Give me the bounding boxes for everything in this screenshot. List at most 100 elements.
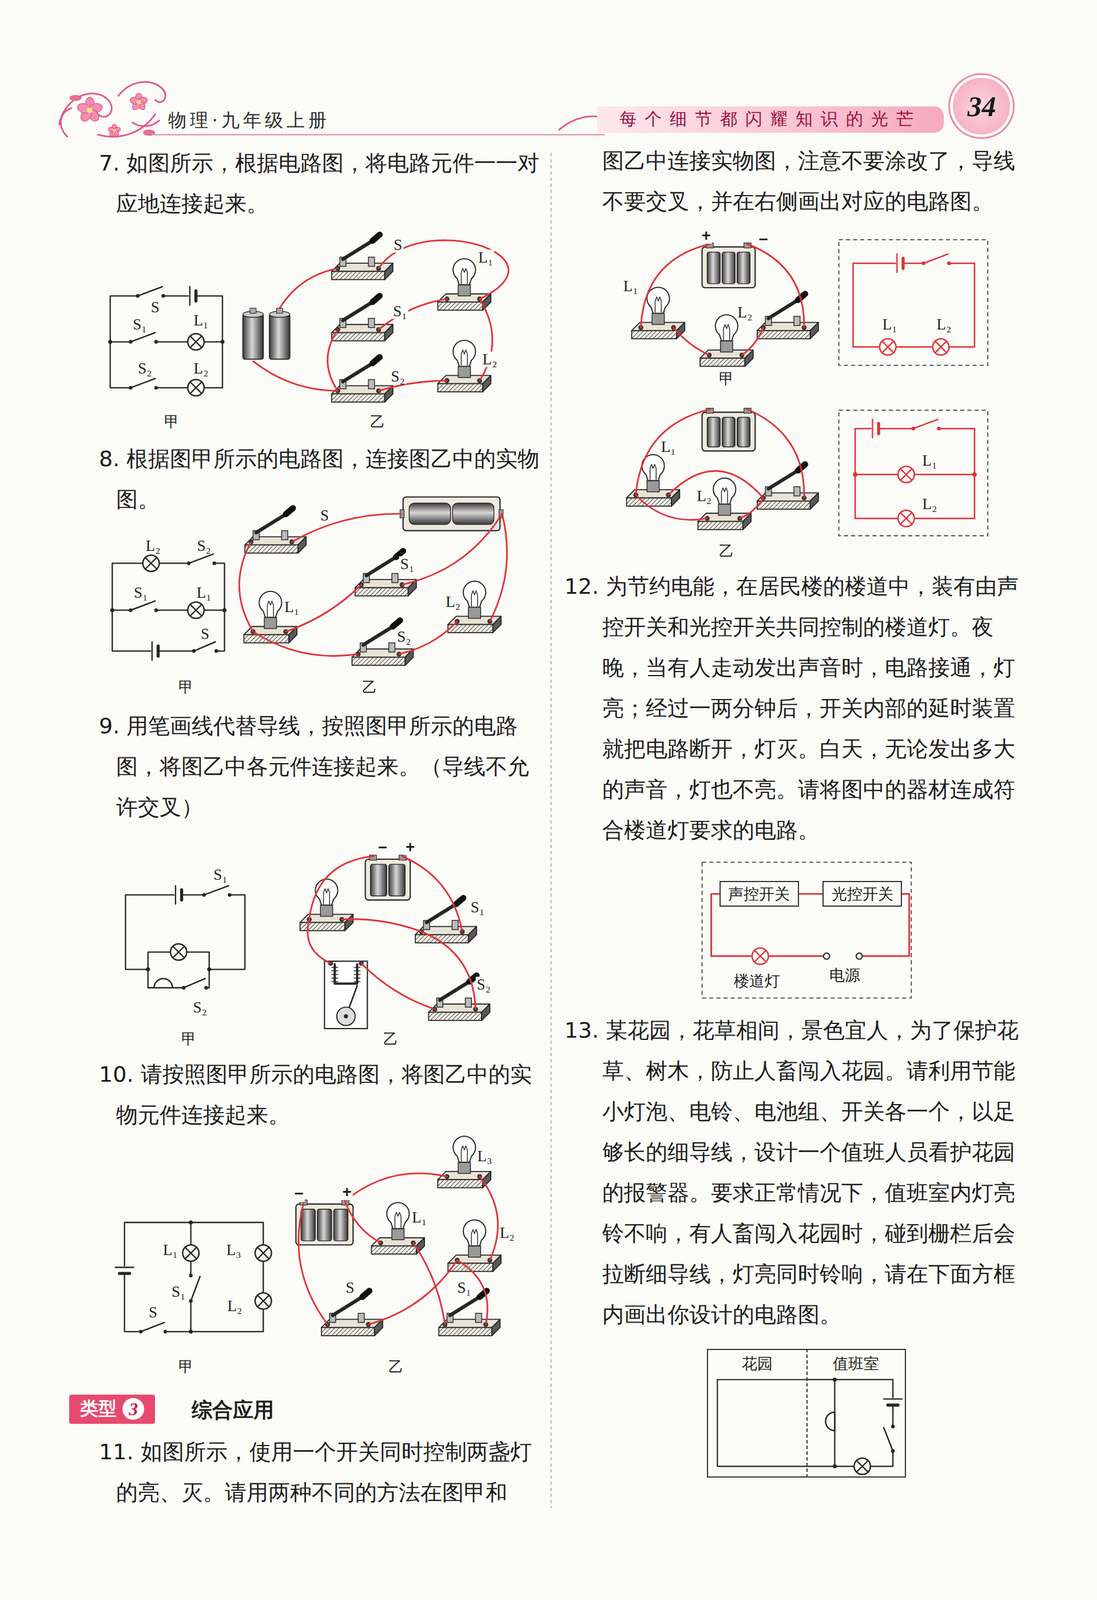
lamp-filament — [394, 1211, 401, 1228]
terminal-dot — [222, 607, 227, 612]
wire — [855, 428, 975, 519]
circuit-diagram — [108, 286, 225, 396]
base-side — [468, 926, 477, 944]
red-wire — [402, 856, 463, 932]
ornament-center — [136, 100, 141, 105]
wire — [717, 1379, 806, 1467]
component-label: L₁ — [660, 439, 678, 455]
component-label: S₂ — [191, 999, 208, 1015]
bell-coil — [354, 966, 361, 968]
base-side — [481, 1003, 490, 1021]
lamp-socket — [468, 606, 481, 619]
base-front — [700, 358, 746, 367]
switch-blade — [439, 981, 470, 1000]
base-side — [297, 536, 306, 554]
terminal-dot — [891, 1448, 895, 1453]
battery-holder — [702, 247, 756, 288]
switch-handle — [456, 897, 464, 905]
base-side — [384, 324, 393, 341]
lamp-symbol — [856, 1460, 869, 1472]
battery-holder — [365, 859, 411, 900]
lamp-socket — [391, 1228, 404, 1240]
base-front — [437, 383, 483, 392]
bell-plate — [324, 960, 368, 1029]
lamp-symbol — [900, 468, 912, 480]
base-front — [331, 271, 385, 280]
lamp-symbol — [897, 466, 915, 483]
switch-symbol — [188, 554, 214, 564]
component-label: S₂ — [395, 629, 412, 645]
circuit-diagram — [717, 1377, 902, 1474]
lamp-symbol — [185, 1246, 197, 1259]
terminal-dot — [214, 649, 218, 653]
terminal-dot — [154, 608, 158, 612]
component-label: S₂ — [136, 360, 153, 377]
cell-symbol — [901, 257, 905, 269]
physical-circuit — [295, 1135, 502, 1336]
switch-handle — [372, 356, 380, 364]
red-wire — [298, 1201, 328, 1325]
node-text: 3 — [122, 1397, 145, 1420]
bell-gong — [336, 1007, 356, 1026]
header-rule — [153, 133, 605, 135]
red-wire — [668, 470, 764, 498]
ornament-petal — [107, 126, 116, 133]
red-wire — [279, 268, 339, 309]
bell-symbol — [153, 978, 173, 988]
lamp-symbol — [879, 338, 897, 356]
lamp-filament — [650, 464, 657, 480]
base-front — [428, 1012, 482, 1021]
wire — [853, 263, 975, 347]
lamp-symbol — [257, 1246, 269, 1259]
red-wire — [361, 963, 435, 1009]
terminal-dot — [204, 986, 208, 990]
switch-blade — [768, 470, 798, 489]
dashed-frame — [702, 861, 912, 998]
terminal-dot — [947, 261, 951, 265]
figure-label: 甲 — [164, 414, 180, 429]
terminal-dot — [972, 472, 977, 478]
terminal-dot — [128, 386, 133, 390]
red-wire — [327, 329, 339, 391]
node-text: 值班室 — [832, 1353, 880, 1374]
bell-symbol — [825, 1412, 835, 1431]
node-text: 类型 — [80, 1396, 117, 1422]
base-front — [331, 332, 385, 341]
polarity-sign: − — [757, 231, 769, 248]
red-wire — [368, 1260, 457, 1325]
wire — [125, 894, 245, 969]
base-side — [810, 493, 819, 510]
circuit-diagram — [839, 410, 988, 536]
question-text: 12. 为节约电能，在居民楼的楼道中，装有由声控开关和光控开关共同控制的楼道灯。… — [564, 566, 1021, 851]
component-label: L₃ — [476, 1148, 494, 1164]
component-label: L₁ — [283, 599, 301, 615]
lamp-symbol — [142, 554, 160, 572]
component-label: L₂ — [144, 538, 162, 554]
lamp-symbol — [189, 604, 202, 616]
terminal-dot — [154, 339, 158, 344]
physical-circuit — [626, 408, 818, 530]
base-front — [697, 521, 743, 530]
lamp-filament — [471, 1229, 478, 1245]
circuit-diagram — [110, 554, 227, 661]
lamp-socket — [468, 1245, 481, 1258]
bell-coil — [331, 966, 339, 968]
lamp-filament — [460, 1145, 468, 1162]
cell-symbol — [194, 290, 198, 301]
terminal-dot — [181, 986, 186, 990]
polarity-sign: + — [404, 839, 416, 856]
lamp-socket — [458, 366, 471, 378]
battery-cell — [452, 502, 494, 524]
bell-coil — [354, 974, 361, 975]
switch-symbol — [191, 1276, 201, 1302]
bell-hammer — [348, 985, 357, 1008]
component-label: S — [147, 1304, 159, 1321]
lamp-socket — [458, 284, 471, 297]
wire — [112, 563, 225, 651]
cell-symbol — [156, 645, 160, 657]
switch-handle — [362, 1290, 369, 1298]
lamp-symbol — [187, 333, 205, 351]
node-text: 声控开关 — [728, 883, 790, 905]
red-wire — [252, 360, 338, 391]
base-front — [631, 330, 677, 339]
